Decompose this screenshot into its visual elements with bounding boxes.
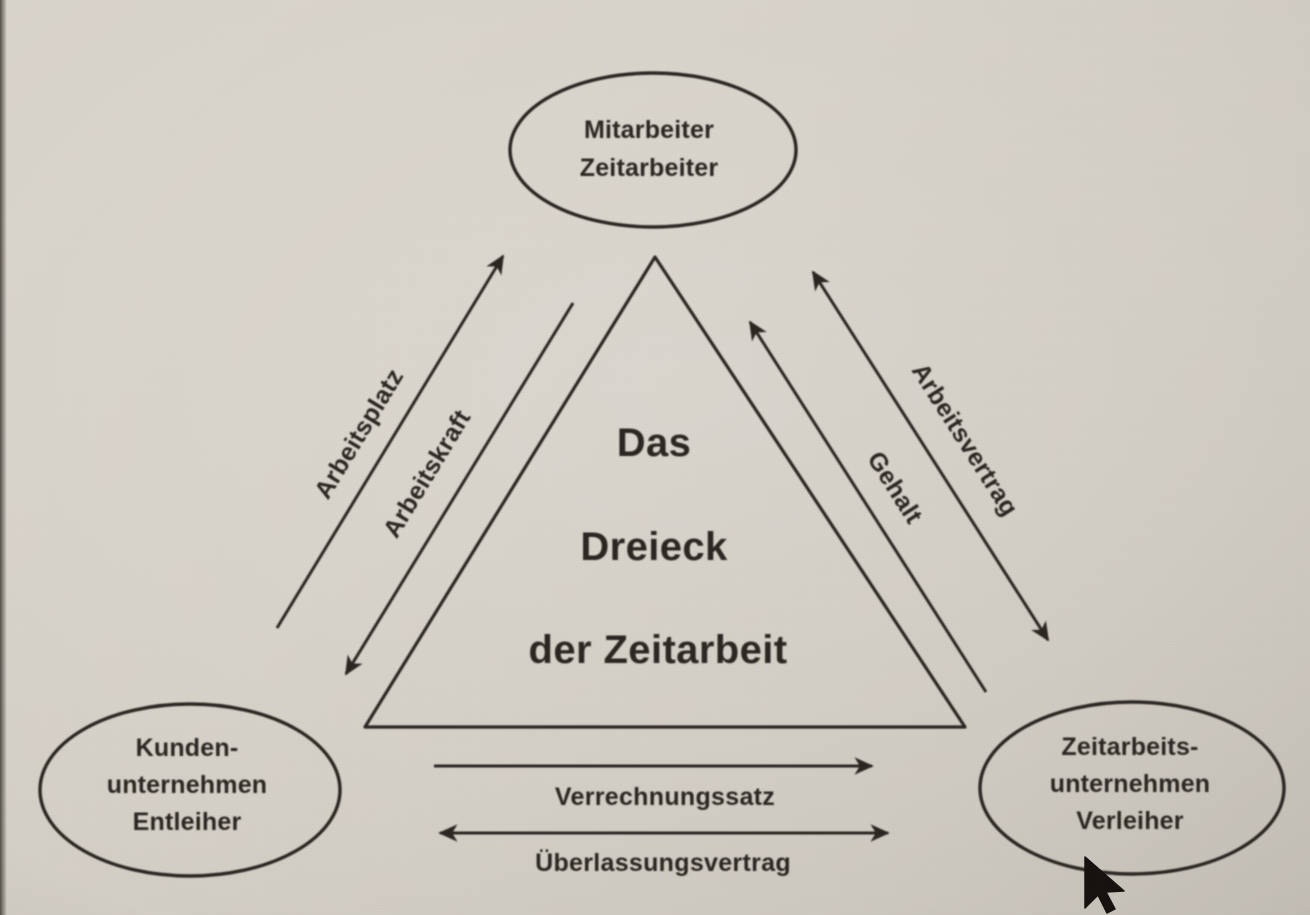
node-kunden-line-1: Kunden- xyxy=(136,734,239,762)
edge-line-gehalt xyxy=(748,320,988,693)
edge-line-arbeitsvertrag xyxy=(811,270,1050,642)
edge-line-arbeitsplatz xyxy=(275,254,505,629)
central-triangle xyxy=(363,255,967,729)
node-label-kundenunternehmen: Kunden- unternehmen Entleiher xyxy=(107,734,268,836)
node-kunden-line-3: Entleiher xyxy=(133,808,242,836)
center-title: Das Dreieck der Zeitarbeit xyxy=(529,421,788,672)
node-mitarbeiter-line-1: Mitarbeiter xyxy=(584,116,714,144)
node-ellipse-mitarbeiter[interactable] xyxy=(508,71,798,229)
edge-label-ueberlassungsvertrag: Überlassungsvertrag xyxy=(535,848,791,877)
center-line-1: Das xyxy=(617,421,692,465)
node-zeitarbeit-line-1: Zeitarbeits- xyxy=(1061,733,1198,761)
node-ellipse-zeitarbeitsunternehmen[interactable] xyxy=(978,700,1286,876)
edge-label-arbeitskraft: Arbeitskraft xyxy=(378,405,477,543)
center-line-2: Dreieck xyxy=(580,525,728,569)
node-ellipse-kundenunternehmen[interactable] xyxy=(38,702,342,878)
edge-label-verrechnungssatz: Verrechnungssatz xyxy=(555,783,775,811)
node-label-zeitarbeitsunternehmen: Zeitarbeits- unternehmen Verleiher xyxy=(1050,733,1211,835)
node-kunden-line-2: unternehmen xyxy=(107,771,268,799)
mouse-pointer-icon xyxy=(1084,856,1125,914)
node-label-mitarbeiter: Mitarbeiter Zeitarbeiter xyxy=(580,116,719,182)
node-zeitarbeit-line-2: unternehmen xyxy=(1050,770,1211,798)
edge-label-arbeitsvertrag: Arbeitsvertrag xyxy=(906,358,1024,521)
edge-label-gehalt: Gehalt xyxy=(862,447,929,529)
node-mitarbeiter-line-2: Zeitarbeiter xyxy=(580,154,719,182)
edge-line-arbeitskraft xyxy=(344,302,575,676)
center-line-3: der Zeitarbeit xyxy=(529,628,788,672)
node-zeitarbeit-line-3: Verleiher xyxy=(1076,807,1183,835)
